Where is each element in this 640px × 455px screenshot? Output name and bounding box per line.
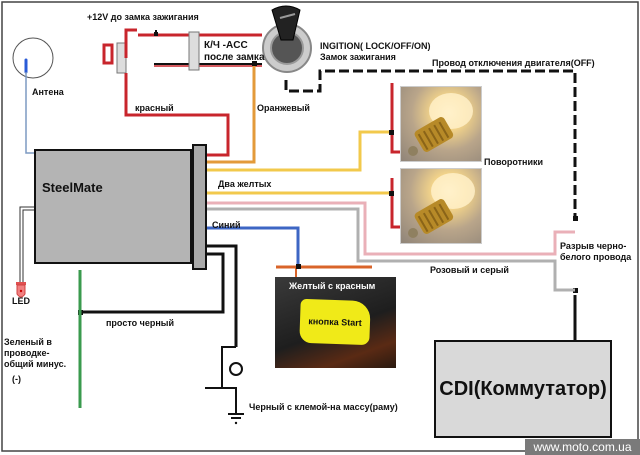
wire-yellow-1 xyxy=(207,130,392,172)
start-button-photo: Желтый с красным кнопка Start xyxy=(275,277,396,368)
label-orange: Оранжевый xyxy=(257,103,310,113)
wire-pink xyxy=(207,201,575,256)
ignition-lock-icon xyxy=(262,5,312,73)
label-antenna: Антена xyxy=(32,87,64,97)
label-ignition-en: INGITION( LOCK/OFF/ON) xyxy=(320,41,431,51)
label-green-2: проводке- xyxy=(4,348,50,358)
junction-dot xyxy=(573,288,578,293)
antenna-circle xyxy=(12,37,54,79)
label-break-bw-2: белого провода xyxy=(560,252,632,262)
steelmate-label: SteelMate xyxy=(42,180,103,195)
junction-dot xyxy=(573,216,578,221)
junction-dot xyxy=(154,32,158,36)
label-break-bw-1: Разрыв черно- xyxy=(560,241,627,251)
label-led: LED xyxy=(12,296,30,306)
label-green-3: общий минус. xyxy=(4,359,67,369)
terminal-icon xyxy=(229,362,243,376)
turn-signal-bulb-1 xyxy=(400,86,482,162)
ground-lead xyxy=(205,387,237,413)
label-red: красный xyxy=(135,103,174,113)
acc-junction-dot xyxy=(252,61,257,66)
led-wire-1 xyxy=(19,206,34,282)
label-green-1: Зеленый в xyxy=(4,337,52,347)
ground-icon xyxy=(228,413,244,425)
label-just-black: просто черный xyxy=(106,318,174,328)
acc-connector xyxy=(188,31,200,71)
watermark: www.moto.com.ua xyxy=(525,439,640,455)
start-button: кнопка Start xyxy=(299,298,371,346)
wire-turn-2 xyxy=(390,178,400,229)
steelmate-connector xyxy=(192,144,207,270)
ground-wire xyxy=(221,346,236,388)
wire-12v xyxy=(124,28,137,58)
cdi-unit: CDI(Коммутатор) xyxy=(434,340,612,438)
led-wire-2 xyxy=(22,209,34,282)
wire-red xyxy=(124,73,230,157)
junction-dot xyxy=(296,264,301,269)
label-engine-off: Провод отключения двигателя(OFF) xyxy=(432,58,595,68)
junction-dot xyxy=(389,191,394,196)
steelmate-unit xyxy=(34,149,192,264)
label-blue: Синий xyxy=(212,220,241,230)
label-two-yellow: Два желтых xyxy=(218,179,272,189)
wire-orange xyxy=(207,66,256,164)
yellow-red-label: Желтый с красным xyxy=(289,281,376,291)
label-pink-gray: Розовый и серый xyxy=(430,265,509,275)
fuse-icon xyxy=(102,43,114,65)
label-ignition-ru: Замок зажигания xyxy=(320,52,396,62)
led-icon xyxy=(16,282,26,298)
label-acc: К/Ч -ACC xyxy=(204,40,248,51)
junction-dot xyxy=(389,130,394,135)
wire-gray xyxy=(207,207,575,292)
label-ground: Черный с клемой-на массу(раму) xyxy=(249,402,398,412)
label-green-4: (-) xyxy=(12,374,21,384)
label-12v: +12V до замка зажигания xyxy=(87,12,199,22)
start-button-label: кнопка Start xyxy=(308,316,362,328)
turn-signal-bulb-2 xyxy=(400,168,482,244)
wire-blue xyxy=(207,226,300,266)
wire-black-ground xyxy=(207,244,238,347)
wire-engine-off xyxy=(284,69,577,218)
cdi-label: CDI(Коммутатор) xyxy=(439,377,607,400)
antenna-wire xyxy=(25,72,34,154)
label-turn-signals: Поворотники xyxy=(484,157,544,167)
wire-turn-1 xyxy=(390,83,400,154)
wire-just-black xyxy=(80,252,225,314)
label-after-lock: после замка xyxy=(204,52,265,63)
